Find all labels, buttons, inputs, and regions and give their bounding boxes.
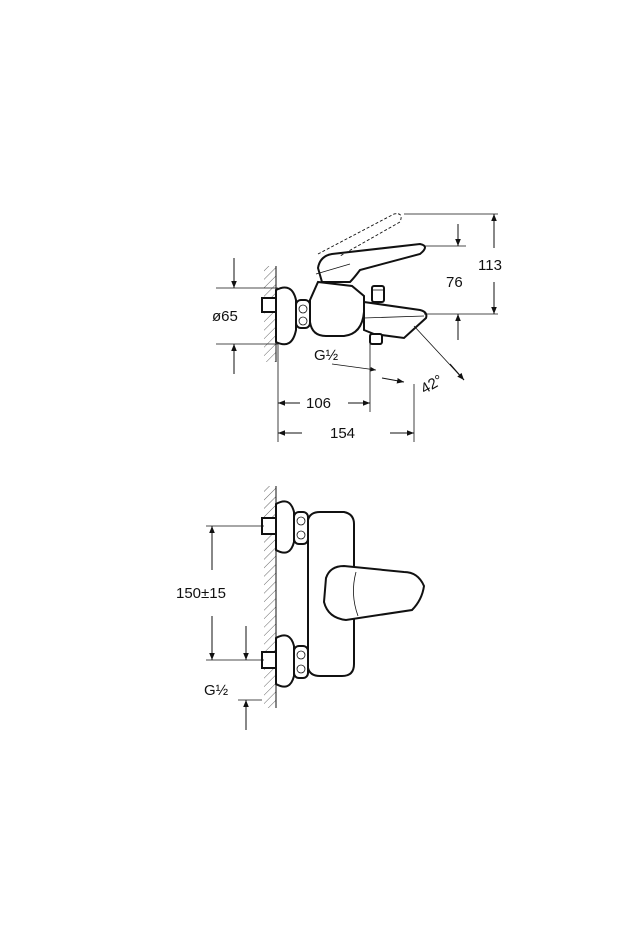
angle-arrow — [449, 363, 465, 381]
dim-thread-side-leader — [331, 363, 377, 372]
dim-height-total-label: 113 — [478, 257, 502, 274]
escutcheon-side — [275, 286, 297, 346]
lever-detail — [315, 263, 351, 275]
connector-lower-nut — [261, 651, 277, 669]
dim-thread-front-label: G½ — [204, 682, 229, 699]
wall-hatch-side — [264, 266, 276, 362]
dim-diameter-label: ø65 — [212, 308, 238, 325]
connector-nut — [261, 297, 277, 313]
diverter-knob — [371, 285, 385, 303]
side-view: ø65 G½ 106 154 42° 76 113 — [212, 213, 502, 442]
aerator — [369, 333, 383, 345]
connector-upper-nut — [261, 517, 277, 535]
dim-spacing-label: 150±15 — [176, 585, 226, 602]
dim-angle-label: 42° — [418, 372, 446, 398]
spout-side — [363, 300, 428, 340]
mixer-body-side — [309, 280, 365, 337]
lever-front-detail — [353, 571, 359, 617]
dim-depth-inner-label: 106 — [306, 395, 331, 412]
dim-depth-total-label: 154 — [330, 425, 355, 442]
s-connector-side — [295, 299, 311, 329]
knuckle-lower — [298, 316, 308, 326]
lever-side — [316, 242, 426, 283]
dim-arrow-spout-offset — [381, 377, 405, 384]
dim-thread-side-label: G½ — [314, 347, 339, 364]
dim-height-spout-label: 76 — [446, 274, 463, 291]
lever-raised-outline — [317, 213, 402, 257]
lever-front — [322, 564, 426, 622]
knuckle-upper — [298, 304, 308, 314]
front-view: 150±15 G½ — [176, 486, 426, 730]
escutcheon-lower — [275, 634, 295, 688]
escutcheon-upper — [275, 500, 295, 554]
